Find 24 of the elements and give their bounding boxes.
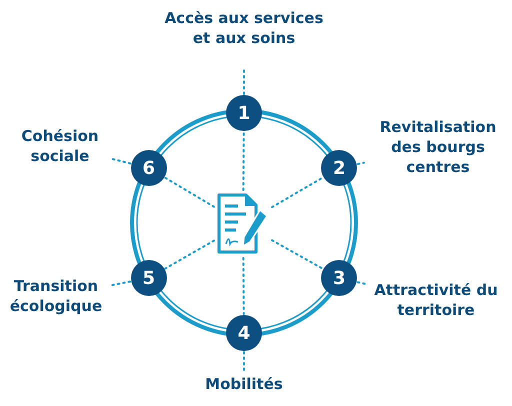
topic-label: Attractivité du territoire [368, 280, 504, 320]
dotted-line [242, 131, 245, 191]
topic-label: Mobilités [184, 374, 304, 394]
dotted-line [242, 257, 245, 315]
number-circle: 5 [130, 260, 167, 296]
number-circle: 3 [321, 260, 358, 296]
number-circle: 4 [226, 315, 262, 351]
topic-label: Revitalisation des bourgs centres [366, 117, 510, 177]
dotted-line [271, 176, 324, 208]
leader-line [243, 69, 245, 95]
leader-line [111, 280, 132, 286]
leader-line [111, 158, 132, 164]
topic-label: Transition écologique [2, 276, 110, 316]
dotted-line [164, 240, 215, 270]
leader-line [356, 162, 365, 166]
topic-label: Accès aux services et aux soins [164, 8, 324, 68]
number-circle: 1 [226, 95, 262, 131]
number-circle: 6 [130, 150, 167, 186]
leader-line [243, 351, 245, 373]
leader-line [356, 281, 367, 286]
topic-label: Cohésion sociale [10, 126, 110, 166]
dotted-line [271, 239, 324, 270]
dotted-line [164, 176, 215, 208]
number-circle: 2 [321, 150, 358, 186]
